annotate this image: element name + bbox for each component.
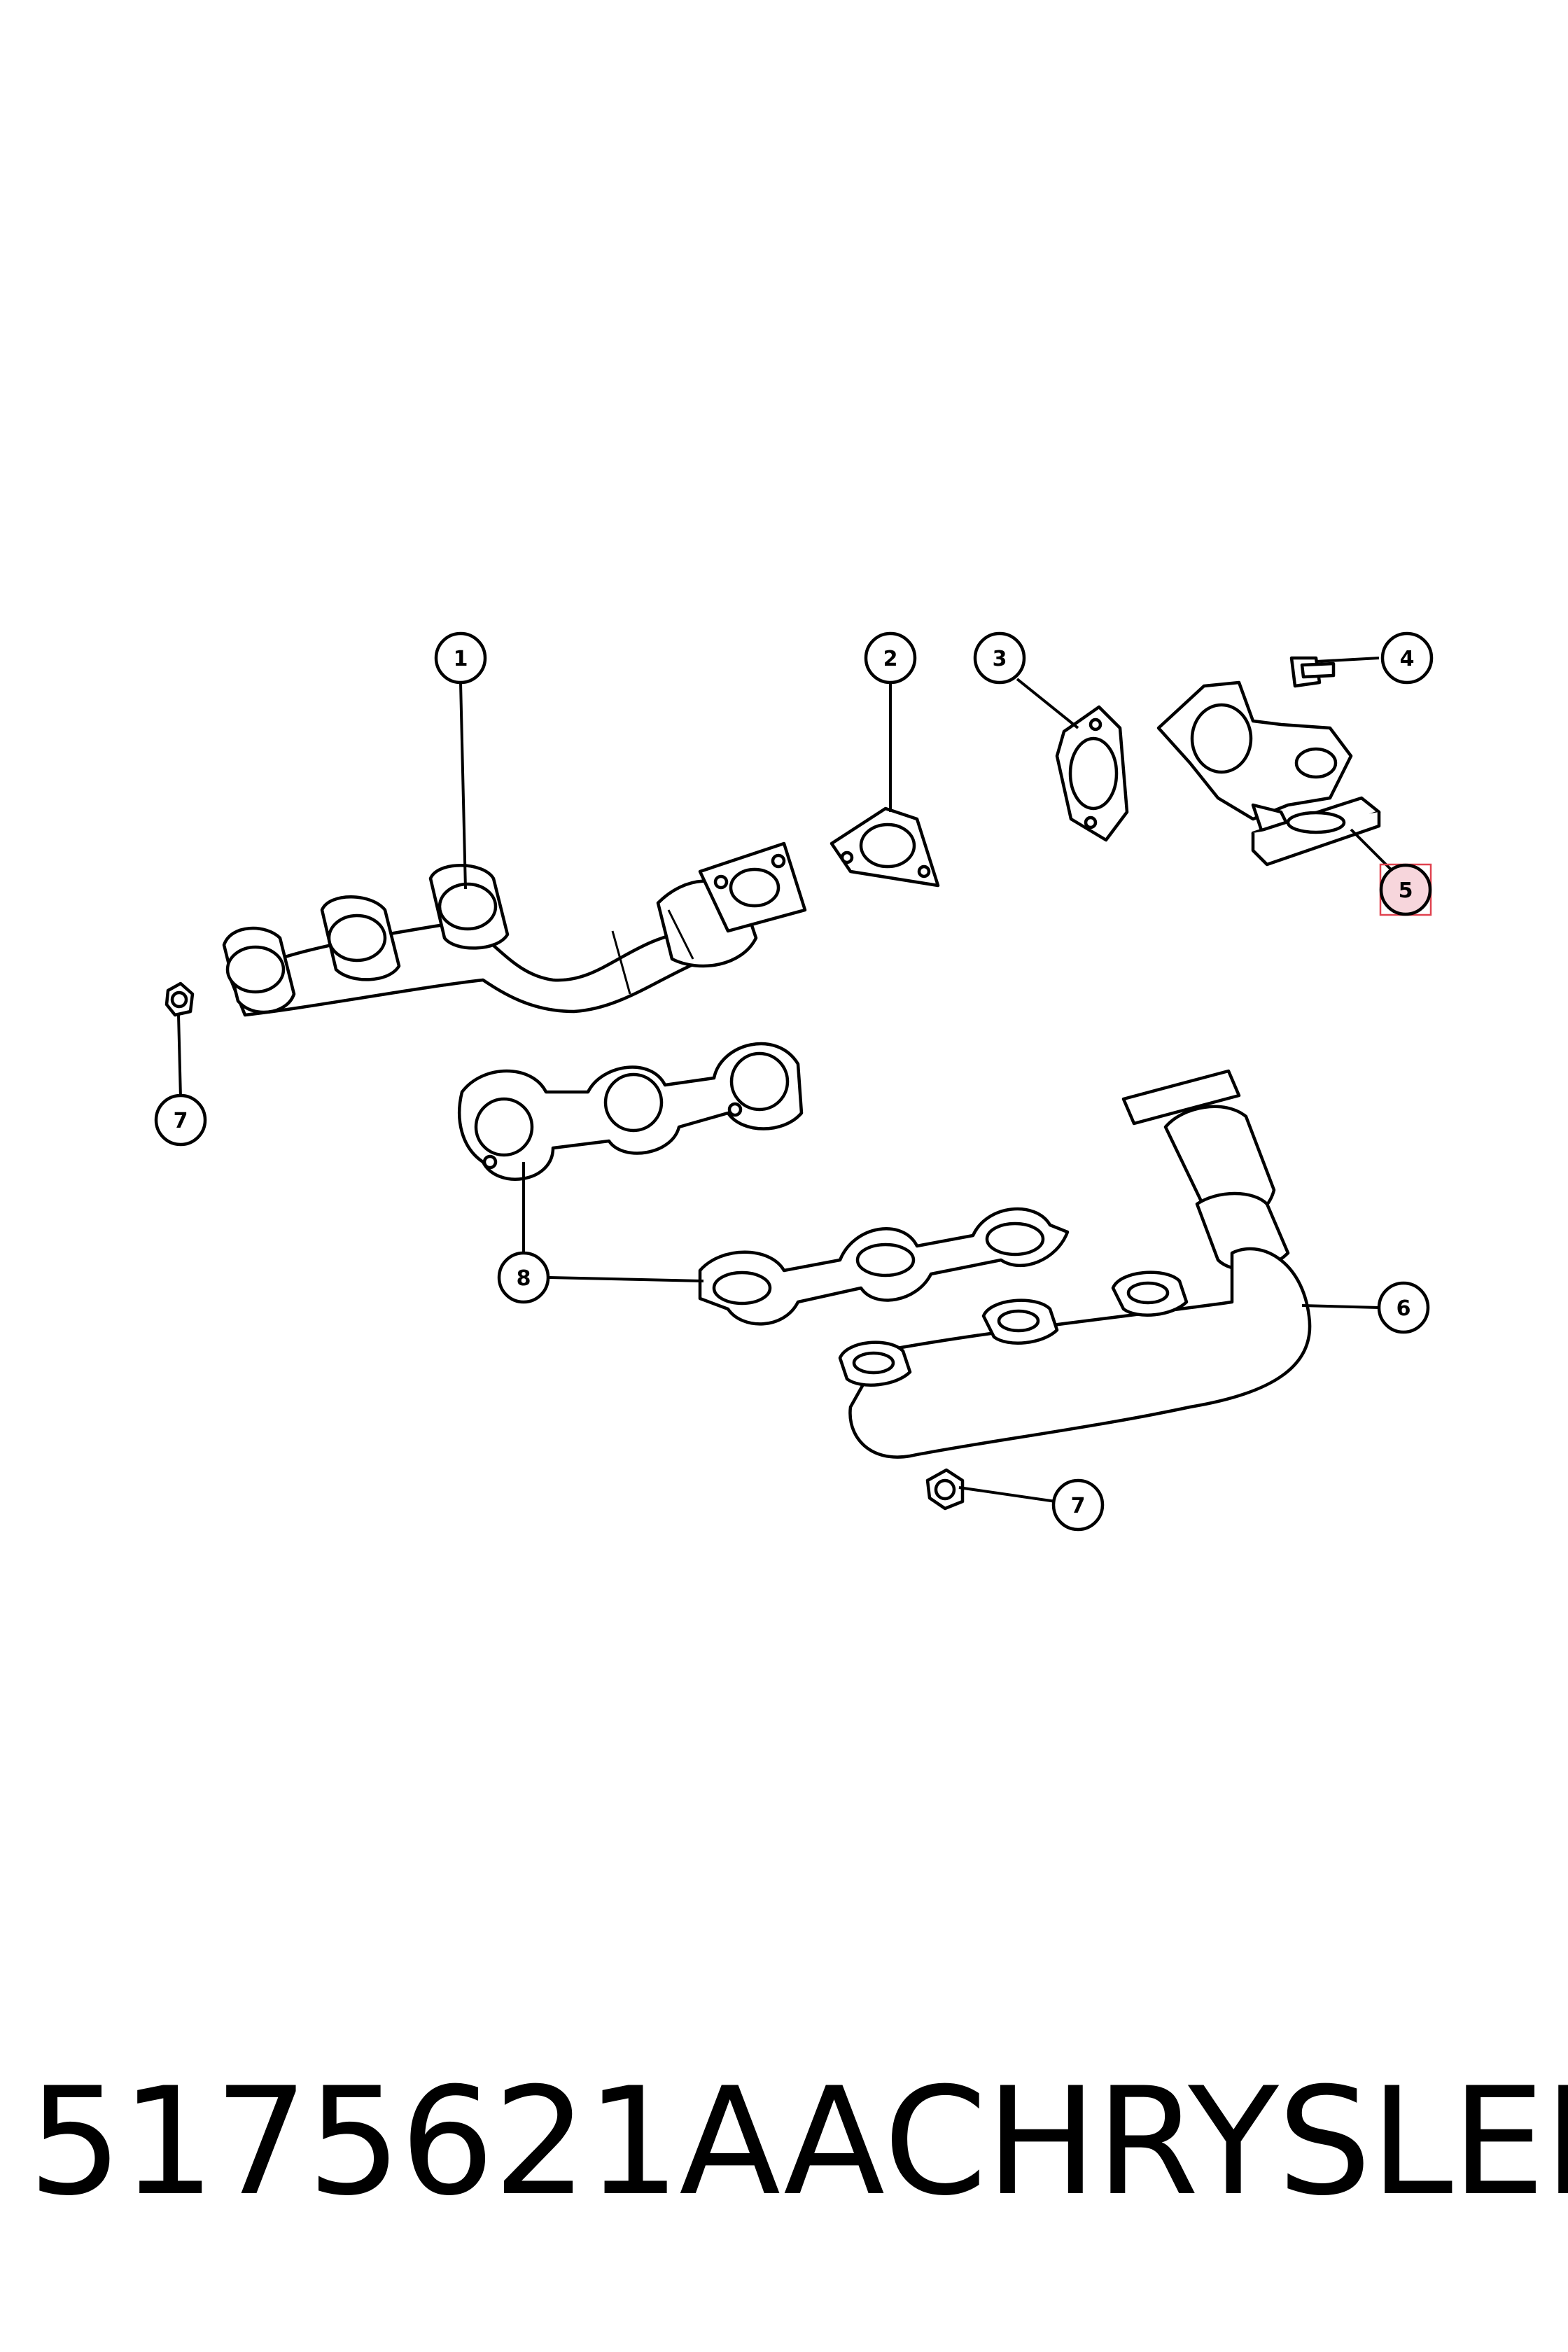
svg-text:3: 3 (993, 647, 1007, 671)
part-3-gasket (1055, 705, 1129, 842)
svg-text:1: 1 (454, 647, 468, 671)
part-5-exhaust-outlet-flange (1156, 680, 1381, 867)
svg-text:4: 4 (1400, 647, 1415, 671)
callout-3: 3 (973, 631, 1026, 685)
svg-text:5: 5 (1399, 878, 1413, 903)
svg-text:7: 7 (1071, 1494, 1086, 1518)
part-2-gasket (830, 806, 940, 888)
part-8-manifold-gasket-upper (458, 1042, 804, 1181)
svg-text:2: 2 (883, 647, 898, 671)
part-4-bolt (1289, 656, 1336, 688)
leader-lines (177, 657, 1405, 1503)
caption-bar: 5175621AA CHRYSLER (28, 2054, 1568, 2230)
part-6-right-exhaust-manifold (838, 1069, 1312, 1459)
callout-5-highlighted: 5 (1379, 863, 1432, 916)
callout-7-left: 7 (154, 1093, 207, 1147)
svg-text:6: 6 (1396, 1296, 1411, 1321)
brand-label: CHRYSLER (883, 2055, 1568, 2228)
callout-1: 1 (434, 631, 487, 685)
callout-2: 2 (864, 631, 917, 685)
callout-7-bottom: 7 (1051, 1478, 1105, 1532)
part-1-left-exhaust-manifold (222, 841, 807, 1017)
callout-8: 8 (497, 1251, 550, 1304)
part-number-label: 5175621AA (28, 2055, 885, 2228)
part-7-nut-left (164, 981, 195, 1017)
svg-text:8: 8 (517, 1266, 531, 1291)
svg-text:7: 7 (174, 1109, 188, 1133)
callout-6: 6 (1377, 1281, 1430, 1334)
callout-4: 4 (1380, 631, 1434, 685)
part-8-manifold-gasket-lower (698, 1207, 1070, 1326)
part-7-nut-bottom (925, 1468, 965, 1511)
